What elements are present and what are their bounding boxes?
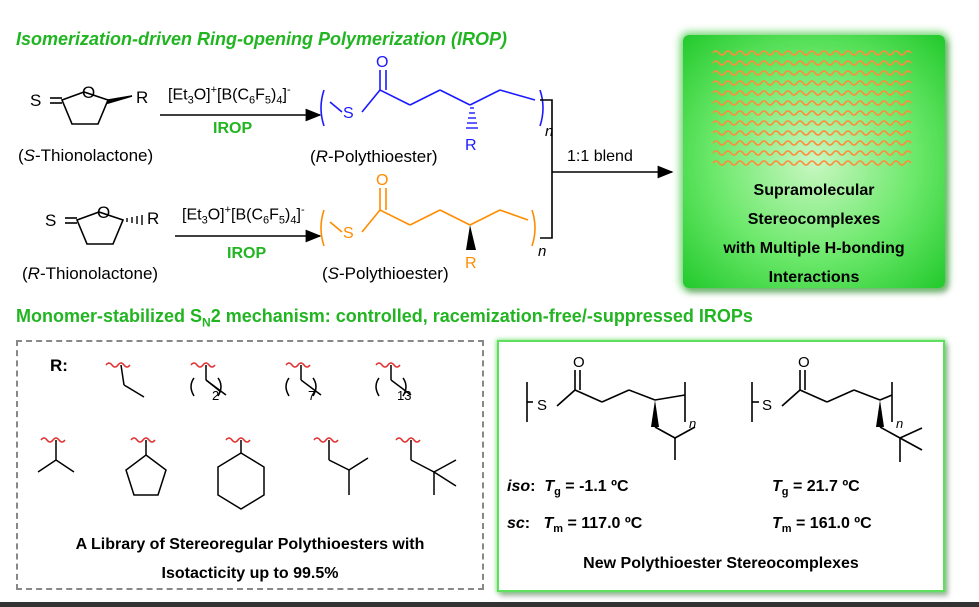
r-polythioester-structure xyxy=(320,70,544,127)
properties-caption: New Polythioester Stereocomplexes xyxy=(583,555,859,572)
atom-s-prop1: S xyxy=(537,397,547,414)
atom-o-poly1: O xyxy=(376,54,388,71)
sc-tm-row: sc: Tm = 117.0 ºC xyxy=(507,515,643,536)
atom-o-prop1: O xyxy=(573,354,585,371)
irop-label-1: IROP xyxy=(213,120,253,137)
r-thionolactone-label: (R-Thionolactone) xyxy=(22,264,159,283)
irop-label-2: IROP xyxy=(227,245,267,262)
iso-tg-row: iso: Tg = -1.1 ºC xyxy=(507,478,629,499)
r-group-label: R: xyxy=(50,356,68,375)
tm-value-2: Tm = 161.0 ºC xyxy=(772,515,872,536)
wave-chain xyxy=(712,160,912,166)
wave-chain xyxy=(712,110,912,116)
atom-o-prop2: O xyxy=(798,354,810,371)
wave-chain xyxy=(712,140,912,146)
subscript-2: 2 xyxy=(212,388,220,403)
wave-chain xyxy=(712,120,912,126)
polymer-structures: S O n S O n xyxy=(526,354,923,462)
isobutyl-group xyxy=(313,437,369,495)
bottom-rule xyxy=(0,602,979,607)
atom-r-poly1: R xyxy=(465,137,477,154)
stereocomplex-caption: Supramolecular Stereocomplexes with Mult… xyxy=(723,182,905,286)
n-prop1: n xyxy=(689,416,696,431)
catalyst-1: [Et3O]+[B(C6F5)4]- xyxy=(168,84,291,107)
wedge-bond-2 xyxy=(466,225,476,250)
wave-chain xyxy=(712,100,912,106)
ethyl-group xyxy=(105,362,145,398)
isobutyl-polythioester xyxy=(526,370,696,460)
atom-o-mono1: O xyxy=(82,83,95,102)
s-polythioester-structure xyxy=(320,188,536,247)
isopropyl-group xyxy=(37,437,75,473)
subscript-13: 13 xyxy=(397,388,412,403)
blend-label: 1:1 blend xyxy=(567,148,633,165)
wave-chain xyxy=(712,150,912,156)
neopentyl-group xyxy=(395,437,457,495)
s-thionolactone-structure xyxy=(50,91,133,125)
wave-chain xyxy=(712,90,912,96)
n-subscript-poly2: n xyxy=(538,243,546,260)
cyclohexyl-group xyxy=(217,437,265,510)
n-subscript-poly1: n xyxy=(545,123,553,140)
alkyl-n2-group xyxy=(190,362,227,397)
wave-chain xyxy=(712,60,912,66)
hashed-bond-1 xyxy=(466,107,478,129)
atom-s-mono2: S xyxy=(45,211,56,230)
tg-value-2: Tg = 21.7 ºC xyxy=(772,478,860,499)
wave-chain xyxy=(712,70,912,76)
wave-chain xyxy=(712,50,912,56)
s-thionolactone-label: (S-Thionolactone) xyxy=(18,146,154,165)
alkyl-n13-group xyxy=(375,362,412,397)
r-group-library xyxy=(37,362,457,510)
subscript-7: 7 xyxy=(308,388,316,403)
catalyst-2: [Et3O]+[B(C6F5)4]- xyxy=(182,204,305,227)
cyclopentyl-group xyxy=(125,437,167,496)
atom-r-mono2: R xyxy=(147,209,159,228)
s-polythioester-label: (S-Polythioester) xyxy=(322,264,449,283)
main-title: Isomerization-driven Ring-opening Polyme… xyxy=(16,29,508,49)
wave-chain xyxy=(712,130,912,136)
library-caption: A Library of Stereoregular Polythioester… xyxy=(75,536,425,582)
properties-box xyxy=(497,340,945,592)
atom-s-poly1: S xyxy=(343,105,354,122)
n-prop2: n xyxy=(896,416,903,431)
atom-r-mono1: R xyxy=(136,88,148,107)
atom-s-prop2: S xyxy=(762,397,772,414)
library-box xyxy=(16,340,484,590)
alkyl-n7-group xyxy=(285,362,322,397)
wave-chain xyxy=(712,80,912,86)
blend-bracket xyxy=(540,99,553,239)
atom-s-poly2: S xyxy=(343,225,354,242)
atom-s-mono1: S xyxy=(30,91,41,110)
polymer-chains-illustration xyxy=(712,50,912,166)
atom-o-mono2: O xyxy=(97,203,110,222)
r-thionolactone-structure xyxy=(65,211,125,245)
atom-r-poly2: R xyxy=(465,255,477,272)
hashed-bond-mono2 xyxy=(126,215,143,225)
atom-o-poly2: O xyxy=(376,172,388,189)
mechanism-title: Monomer-stabilized SN2 mechanism: contro… xyxy=(16,306,753,330)
r-polythioester-label: (R-Polythioester) xyxy=(310,147,438,166)
neopentyl-polythioester xyxy=(751,370,923,462)
